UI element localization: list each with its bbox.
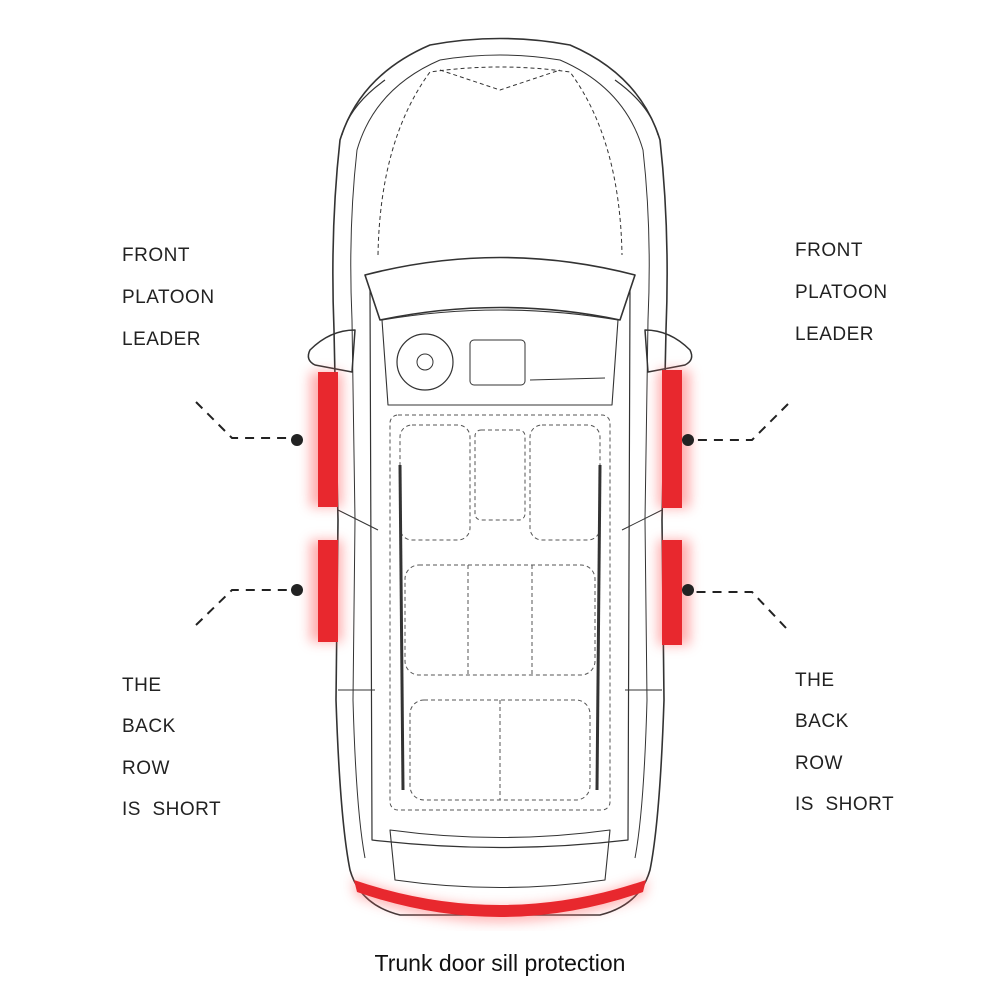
roof-rail-left	[398, 464, 405, 791]
callout-lines	[195, 401, 789, 629]
label-line: FRONT	[122, 245, 190, 266]
front-lamp-left	[341, 79, 386, 136]
front-seat-left	[399, 424, 471, 541]
door-seam-right	[621, 509, 663, 691]
label-line: IS SHORT	[795, 794, 895, 815]
car-top-view-icon	[307, 37, 693, 916]
strip-back-left	[310, 540, 342, 642]
label-line: PLATOON	[122, 287, 215, 308]
protection-strips	[310, 370, 690, 922]
callout-dot-icon	[682, 434, 694, 446]
mirror-left	[307, 329, 356, 373]
leader-front-left	[195, 401, 292, 439]
label-line: BACK	[795, 711, 849, 732]
callout-dot-icon	[291, 434, 303, 446]
car-body-inner	[439, 54, 650, 859]
cabin-outline	[369, 289, 631, 849]
leader-back-left	[195, 589, 292, 626]
label-line: BACK	[122, 716, 176, 737]
callout-dot-icon	[682, 584, 694, 596]
steering-wheel	[396, 333, 454, 391]
interior-seats	[389, 414, 611, 811]
leader-back-right	[692, 591, 787, 629]
strip-front-right	[658, 370, 690, 508]
label-line: ROW	[795, 753, 843, 774]
leader-front-right	[692, 403, 789, 441]
caption: Trunk door sill protection	[374, 950, 626, 976]
rear-window	[389, 829, 611, 889]
hood	[377, 66, 623, 256]
strip-front-left	[310, 372, 342, 507]
label-line: PLATOON	[795, 282, 888, 303]
front-seat-right	[529, 424, 601, 541]
roof-rail-right	[595, 464, 602, 791]
door-seam-left	[337, 509, 379, 691]
label-line: FRONT	[795, 240, 863, 261]
strip-trunk-sill	[352, 878, 648, 922]
label-line: THE	[795, 670, 835, 691]
label-line: IS SHORT	[122, 799, 222, 820]
front-lamp-right	[614, 79, 659, 136]
mirror-right	[644, 329, 693, 373]
callout-dot-icon	[291, 584, 303, 596]
callout-dots	[291, 434, 694, 596]
car-body-outline	[332, 37, 668, 916]
windshield	[364, 256, 636, 321]
dashboard	[381, 309, 619, 406]
label-line: LEADER	[122, 329, 202, 350]
label-line: ROW	[122, 758, 170, 779]
label-line: LEADER	[795, 324, 875, 345]
label-line: THE	[122, 675, 162, 696]
middle-seat-row	[404, 564, 596, 676]
